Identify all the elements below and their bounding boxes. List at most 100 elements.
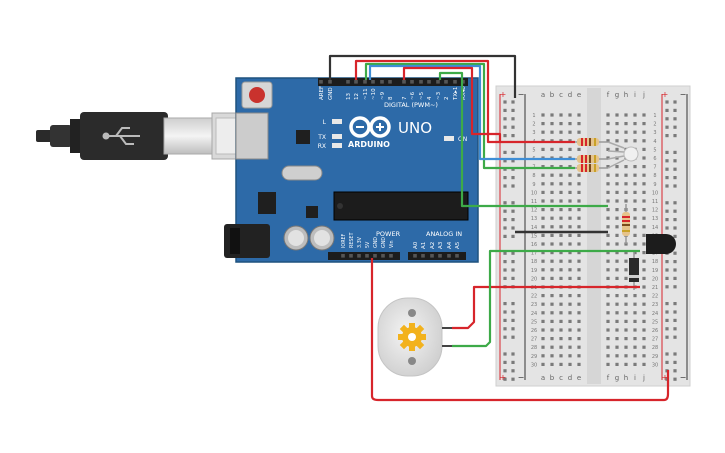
rail-hole[interactable]: [665, 100, 669, 104]
breadboard-hole[interactable]: [541, 182, 545, 186]
digital-pin-hole[interactable]: [388, 80, 392, 84]
breadboard-hole[interactable]: [550, 130, 554, 134]
breadboard-hole[interactable]: [541, 311, 545, 315]
rail-hole[interactable]: [511, 125, 515, 129]
breadboard-hole[interactable]: [577, 216, 581, 220]
breadboard-hole[interactable]: [568, 130, 572, 134]
rail-hole[interactable]: [511, 159, 515, 163]
breadboard-hole[interactable]: [633, 216, 637, 220]
breadboard-hole[interactable]: [642, 268, 646, 272]
breadboard-hole[interactable]: [559, 311, 563, 315]
breadboard-hole[interactable]: [633, 199, 637, 203]
breadboard-hole[interactable]: [541, 328, 545, 332]
breadboard-hole[interactable]: [642, 362, 646, 366]
rail-hole[interactable]: [673, 201, 677, 205]
rail-hole[interactable]: [673, 251, 677, 255]
breadboard-hole[interactable]: [642, 225, 646, 229]
rail-hole[interactable]: [503, 276, 507, 280]
rail-hole[interactable]: [511, 327, 515, 331]
breadboard-hole[interactable]: [624, 190, 628, 194]
breadboard-hole[interactable]: [550, 311, 554, 315]
breadboard-hole[interactable]: [615, 208, 619, 212]
rail-hole[interactable]: [665, 209, 669, 213]
breadboard-hole[interactable]: [550, 216, 554, 220]
breadboard-hole[interactable]: [541, 345, 545, 349]
rail-hole[interactable]: [665, 352, 669, 356]
breadboard-hole[interactable]: [568, 113, 572, 117]
rail-hole[interactable]: [511, 201, 515, 205]
breadboard-hole[interactable]: [541, 225, 545, 229]
breadboard-hole[interactable]: [541, 190, 545, 194]
breadboard-hole[interactable]: [568, 208, 572, 212]
breadboard-hole[interactable]: [577, 259, 581, 263]
rail-hole[interactable]: [673, 209, 677, 213]
breadboard-hole[interactable]: [606, 122, 610, 126]
breadboard-hole[interactable]: [606, 276, 610, 280]
breadboard-hole[interactable]: [559, 337, 563, 341]
power-pin-hole[interactable]: [349, 254, 353, 258]
breadboard-hole[interactable]: [606, 113, 610, 117]
breadboard-hole[interactable]: [550, 173, 554, 177]
rail-hole[interactable]: [673, 159, 677, 163]
breadboard-hole[interactable]: [550, 268, 554, 272]
breadboard-hole[interactable]: [606, 216, 610, 220]
breadboard-hole[interactable]: [559, 208, 563, 212]
breadboard-hole[interactable]: [615, 345, 619, 349]
rail-hole[interactable]: [503, 108, 507, 112]
breadboard-hole[interactable]: [606, 319, 610, 323]
breadboard-hole[interactable]: [624, 259, 628, 263]
breadboard-hole[interactable]: [615, 319, 619, 323]
power-pin-hole[interactable]: [365, 254, 369, 258]
breadboard-hole[interactable]: [559, 147, 563, 151]
breadboard-hole[interactable]: [633, 182, 637, 186]
breadboard-hole[interactable]: [577, 328, 581, 332]
breadboard-hole[interactable]: [541, 216, 545, 220]
breadboard-hole[interactable]: [624, 362, 628, 366]
breadboard-hole[interactable]: [615, 199, 619, 203]
breadboard-hole[interactable]: [559, 130, 563, 134]
breadboard-hole[interactable]: [541, 268, 545, 272]
breadboard-hole[interactable]: [624, 319, 628, 323]
rail-hole[interactable]: [665, 360, 669, 364]
breadboard-hole[interactable]: [606, 251, 610, 255]
digital-pin-hole[interactable]: [436, 80, 440, 84]
rail-hole[interactable]: [665, 218, 669, 222]
breadboard-hole[interactable]: [550, 190, 554, 194]
digital-pin-hole[interactable]: [402, 80, 406, 84]
breadboard-hole[interactable]: [568, 259, 572, 263]
analog-pin-hole[interactable]: [447, 254, 451, 258]
rail-hole[interactable]: [511, 377, 515, 381]
breadboard-hole[interactable]: [633, 233, 637, 237]
reset-button[interactable]: [241, 81, 273, 109]
rail-hole[interactable]: [503, 218, 507, 222]
breadboard-hole[interactable]: [624, 139, 628, 143]
rail-hole[interactable]: [665, 327, 669, 331]
digital-pin-hole[interactable]: [328, 80, 332, 84]
breadboard-hole[interactable]: [568, 199, 572, 203]
breadboard-hole[interactable]: [550, 319, 554, 323]
breadboard-hole[interactable]: [642, 113, 646, 117]
breadboard-hole[interactable]: [559, 251, 563, 255]
breadboard-hole[interactable]: [550, 233, 554, 237]
diode[interactable]: [629, 250, 639, 290]
breadboard-hole[interactable]: [550, 147, 554, 151]
breadboard-hole[interactable]: [550, 113, 554, 117]
breadboard-hole[interactable]: [568, 216, 572, 220]
breadboard-hole[interactable]: [550, 345, 554, 349]
rail-hole[interactable]: [503, 150, 507, 154]
power-pin-hole[interactable]: [357, 254, 361, 258]
breadboard-hole[interactable]: [606, 147, 610, 151]
breadboard-hole[interactable]: [559, 328, 563, 332]
power-pin-hole[interactable]: [381, 254, 385, 258]
dc-motor[interactable]: [377, 297, 452, 377]
breadboard-hole[interactable]: [606, 182, 610, 186]
breadboard-hole[interactable]: [606, 156, 610, 160]
breadboard-hole[interactable]: [615, 251, 619, 255]
breadboard-hole[interactable]: [615, 130, 619, 134]
breadboard-hole[interactable]: [606, 225, 610, 229]
rail-hole[interactable]: [503, 352, 507, 356]
digital-pin-hole[interactable]: [419, 80, 423, 84]
rail-hole[interactable]: [511, 360, 515, 364]
rail-hole[interactable]: [511, 310, 515, 314]
breadboard-hole[interactable]: [633, 130, 637, 134]
